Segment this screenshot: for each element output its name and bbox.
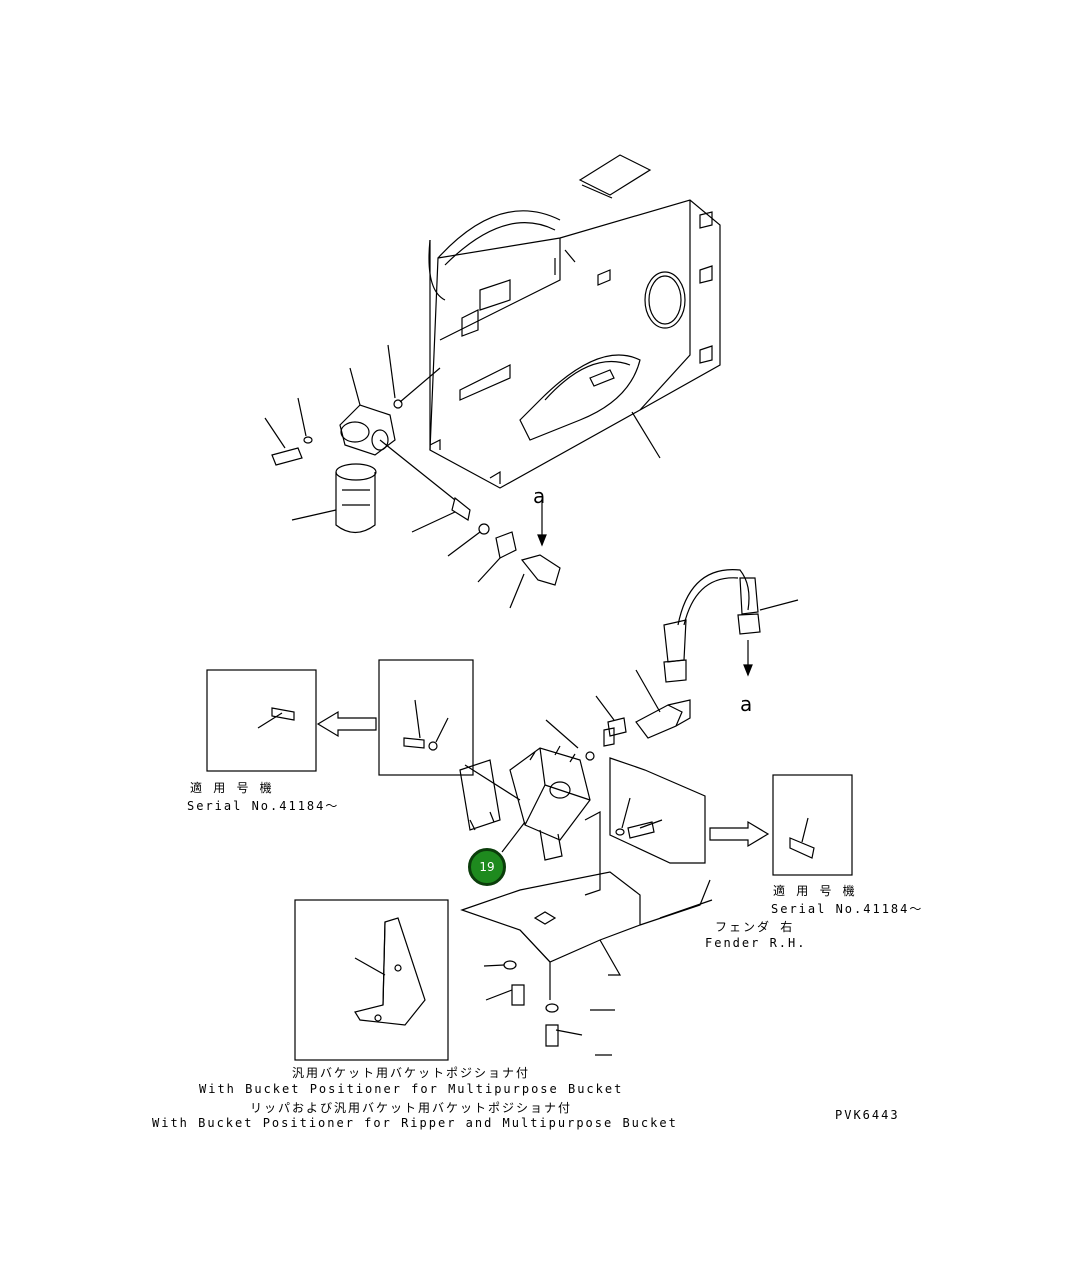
callout-19[interactable]: 19 (468, 848, 506, 886)
bucket-ripper-en: With Bucket Positioner for Ripper and Mu… (152, 1116, 678, 1130)
detail-box-right (772, 774, 853, 876)
detail-box-lower (294, 899, 449, 1061)
view-marker-a-top: a (533, 484, 546, 508)
valve-assembly (459, 669, 691, 896)
fender-en: Fender R.H. (705, 936, 807, 950)
bucket-multi-en: With Bucket Positioner for Multipurpose … (199, 1082, 624, 1096)
serial-left-en: Serial No.41184～ (187, 799, 340, 813)
fender-jp: フェンダ 右 (715, 920, 795, 934)
fender-housing (428, 154, 721, 489)
bucket-multi-jp: 汎用バケット用バケットポジショナ付 (292, 1066, 531, 1080)
mounting-plate (460, 871, 713, 1056)
arrow-left (316, 710, 377, 738)
bucket-ripper-jp: リッパおよび汎用バケット用バケットポジショナ付 (250, 1101, 573, 1115)
serial-right-jp: 適 用 号 機 (773, 884, 857, 898)
serial-right-en: Serial No.41184～ (771, 902, 924, 916)
drawing-code: PVK6443 (835, 1108, 900, 1122)
serial-left-jp: 適 用 号 機 (190, 781, 274, 795)
hose-assembly (663, 569, 799, 683)
detail-box-center (378, 659, 474, 776)
arrow-right (709, 820, 770, 848)
detail-box-right-panel (609, 757, 706, 864)
detail-box-left (206, 669, 317, 772)
filter-assembly (264, 344, 561, 609)
view-marker-a-mid: a (740, 692, 753, 716)
